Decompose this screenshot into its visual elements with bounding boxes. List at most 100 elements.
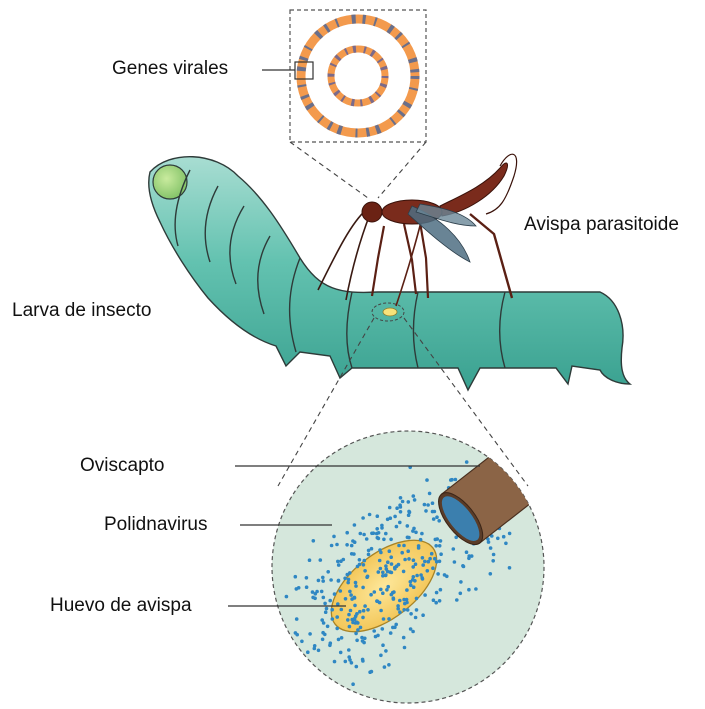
virus-particle <box>423 560 427 564</box>
virus-particle <box>408 510 412 514</box>
inset-box <box>290 10 426 142</box>
virus-particle <box>398 610 402 614</box>
virus-particle <box>358 558 362 562</box>
virus-particle <box>432 598 436 602</box>
virus-particle <box>379 609 383 613</box>
virus-particle <box>391 626 395 630</box>
virus-particle <box>428 557 432 561</box>
virus-particle <box>308 558 312 562</box>
virus-particle <box>385 567 389 571</box>
virus-particle <box>381 591 385 595</box>
virus-particle <box>435 591 439 595</box>
virus-particle <box>354 632 358 636</box>
virus-particle <box>377 570 381 574</box>
virus-particle <box>381 571 385 575</box>
virus-particle <box>435 515 439 519</box>
virus-particle <box>337 638 341 642</box>
virus-particle <box>439 539 443 543</box>
virus-particle <box>403 602 407 606</box>
virus-particle <box>329 578 333 582</box>
virus-particle <box>467 557 471 561</box>
virus-particle <box>376 634 380 638</box>
wasp-leg-3 <box>420 222 428 298</box>
virus-particle <box>436 572 440 576</box>
virus-particle <box>431 501 435 505</box>
virus-particle <box>434 601 438 605</box>
virus-particle <box>358 610 362 614</box>
virus-particle <box>366 575 370 579</box>
virus-particle <box>313 647 317 651</box>
virus-particle <box>489 546 493 550</box>
virus-particle <box>321 576 325 580</box>
virus-particle <box>372 531 376 535</box>
virus-particle <box>330 608 334 612</box>
virus-particle <box>399 510 403 514</box>
virus-particle <box>347 578 351 582</box>
virus-particle <box>317 649 321 653</box>
virus-particle <box>347 648 351 652</box>
virus-particle <box>392 597 396 601</box>
virus-particle <box>363 604 367 608</box>
virus-particle <box>411 630 415 634</box>
virus-particle <box>438 544 442 548</box>
virus-particle <box>432 517 436 521</box>
virus-particle <box>365 537 369 541</box>
virus-particle <box>407 500 411 504</box>
wasp-head <box>362 202 382 222</box>
virus-particle <box>421 613 425 617</box>
virus-particle <box>489 572 493 576</box>
virus-particle <box>428 492 432 496</box>
virus-particle <box>337 579 341 583</box>
virus-particle <box>397 563 401 567</box>
virus-particle <box>359 626 363 630</box>
virus-particle <box>361 586 365 590</box>
virus-particle <box>340 608 344 612</box>
virus-particle <box>423 503 427 507</box>
virus-particle <box>397 544 401 548</box>
virus-particle <box>294 631 298 635</box>
virus-particle <box>345 543 349 547</box>
virus-particle <box>508 566 512 570</box>
virus-particle <box>406 524 410 528</box>
virus-particle <box>345 531 349 535</box>
virus-particle <box>370 547 374 551</box>
virus-particle <box>502 535 506 539</box>
virus-particle <box>421 563 425 567</box>
virus-particle <box>415 608 419 612</box>
virus-particle <box>459 592 463 596</box>
virus-particle <box>426 503 430 507</box>
virus-particle <box>337 563 341 567</box>
virus-particle <box>402 598 406 602</box>
virus-particle <box>367 553 371 557</box>
virus-particle <box>381 643 385 647</box>
virus-particle <box>430 552 434 556</box>
virus-particle <box>366 608 370 612</box>
virus-particle <box>406 608 410 612</box>
virus-particle <box>353 604 357 608</box>
virus-particle <box>376 536 380 540</box>
viral-genes-label: Genes virales <box>112 58 228 80</box>
virus-particle <box>402 636 406 640</box>
egg-in-larva <box>383 308 397 316</box>
virus-particle <box>389 538 393 542</box>
virus-particle <box>353 523 357 527</box>
virus-particle <box>321 638 325 642</box>
virus-particle <box>344 597 348 601</box>
viral-genes-inset <box>262 10 426 198</box>
virus-particle <box>389 516 393 520</box>
virus-particle <box>433 557 437 561</box>
virus-particle <box>386 585 390 589</box>
virus-particle <box>362 533 366 537</box>
virus-particle <box>474 587 478 591</box>
larva-body <box>149 157 630 390</box>
virus-particle <box>339 589 343 593</box>
virus-particle <box>449 478 453 482</box>
virus-particle <box>346 581 350 585</box>
virus-particle <box>409 612 413 616</box>
virus-particle <box>373 590 377 594</box>
virus-particle <box>342 558 346 562</box>
virus-particle <box>398 599 402 603</box>
virus-particle <box>355 612 359 616</box>
virus-particle <box>320 590 324 594</box>
virus-particle <box>492 553 496 557</box>
